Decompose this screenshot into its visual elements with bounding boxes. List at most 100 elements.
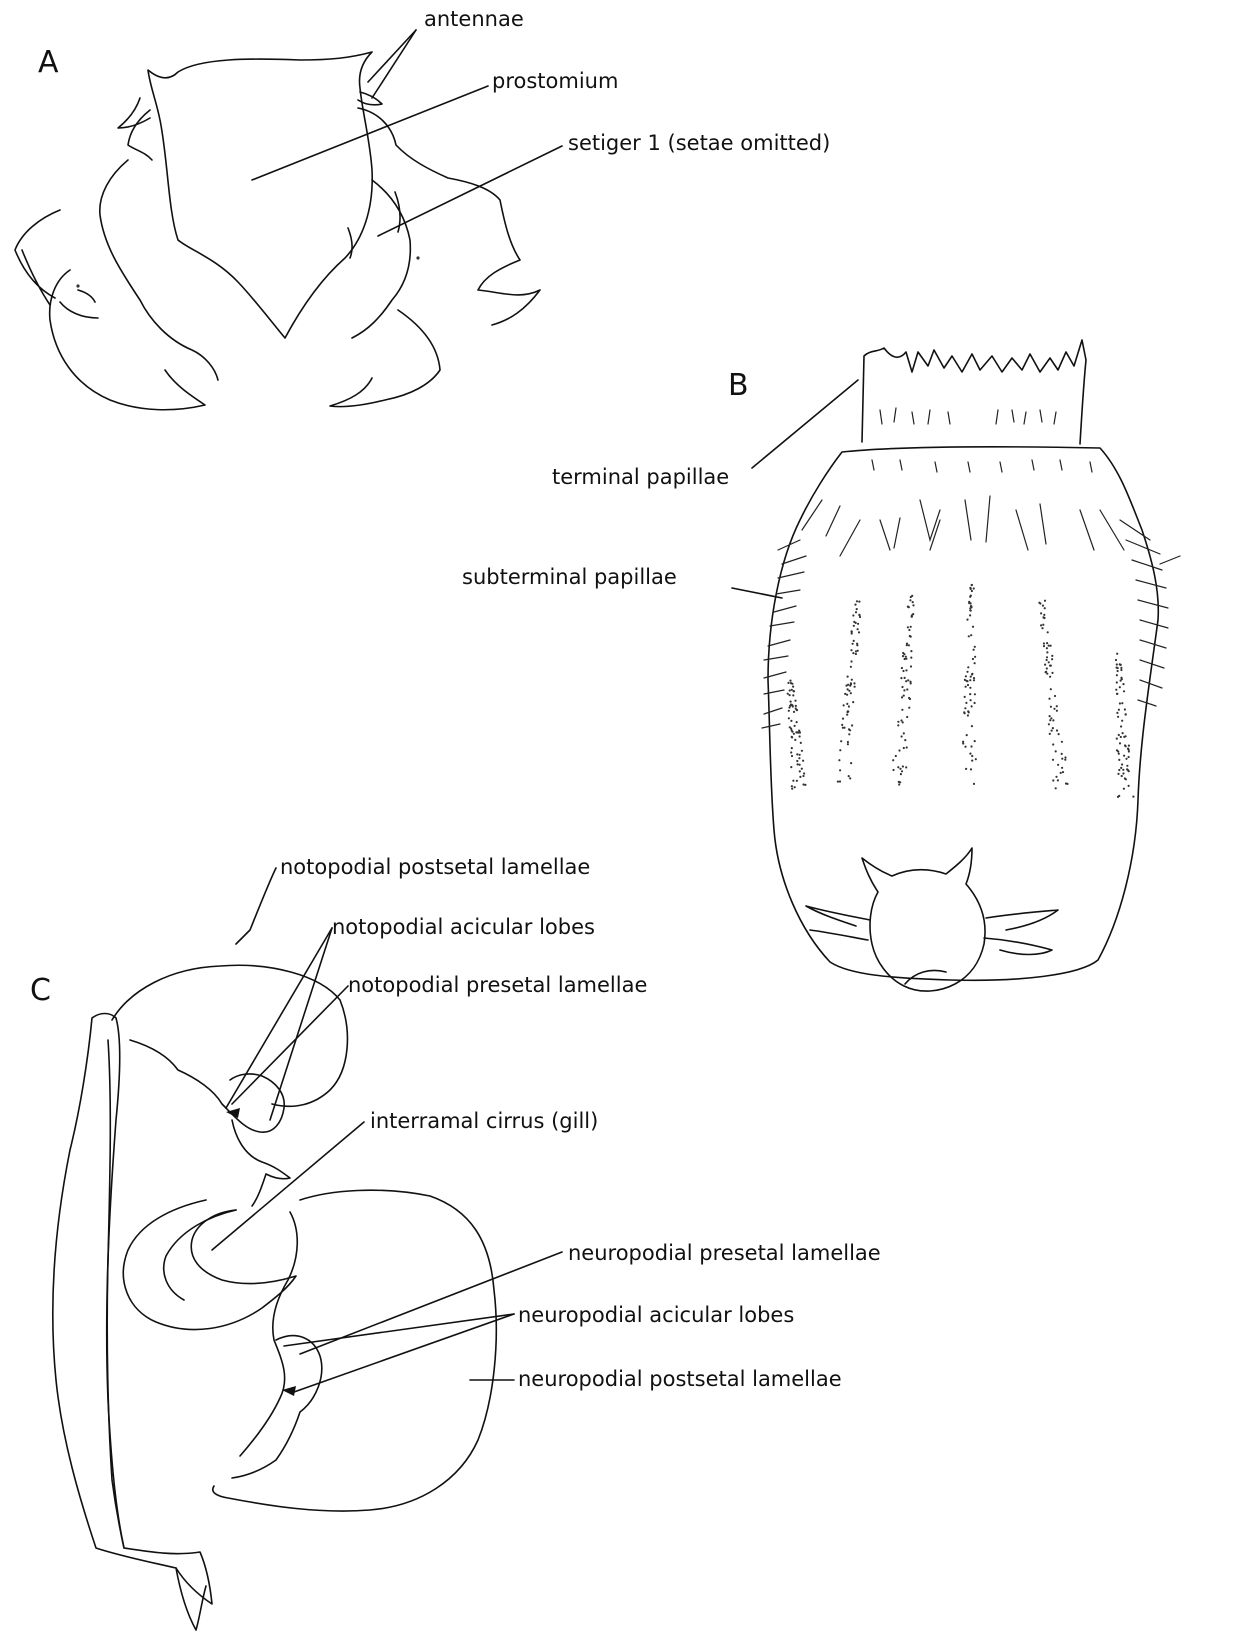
leader-noto-presetal bbox=[232, 986, 348, 1104]
papilla-dot bbox=[1049, 676, 1051, 678]
papilla-dot bbox=[1048, 661, 1050, 663]
papilla-dot bbox=[969, 587, 971, 589]
papilla-dot bbox=[857, 650, 859, 652]
papilla-dot bbox=[903, 732, 905, 734]
papilla-dot bbox=[908, 629, 910, 631]
papilla-dot bbox=[903, 689, 905, 691]
papilla-dot bbox=[1043, 617, 1045, 619]
leader-prostomium bbox=[252, 86, 488, 180]
papilla-dot bbox=[902, 670, 904, 672]
papilla-dot bbox=[1044, 607, 1046, 609]
papilla-dot bbox=[798, 757, 800, 759]
papilla-dot bbox=[911, 615, 913, 617]
papilla-dot bbox=[799, 735, 801, 737]
papilla-dot bbox=[1051, 658, 1053, 660]
papilla-dot bbox=[1128, 750, 1130, 752]
papilla-dot bbox=[904, 658, 906, 660]
papilla-dot bbox=[789, 689, 791, 691]
papilla-dot bbox=[847, 741, 849, 743]
papilla-dot bbox=[965, 675, 967, 677]
papilla-dot bbox=[839, 780, 841, 782]
panel-a-letter: A bbox=[38, 45, 59, 80]
papilla-dot bbox=[790, 682, 792, 684]
leader-interramal bbox=[212, 1122, 364, 1250]
papilla-dot bbox=[799, 764, 801, 766]
papilla-dot bbox=[846, 703, 848, 705]
papilla-dot bbox=[1124, 708, 1126, 710]
papilla-dot bbox=[1050, 717, 1052, 719]
papilla-dot bbox=[793, 711, 795, 713]
papilla-dot bbox=[966, 671, 968, 673]
papilla-dot bbox=[796, 780, 798, 782]
papilla-dot bbox=[1116, 693, 1118, 695]
papilla-dot bbox=[787, 682, 789, 684]
papilla-dot bbox=[964, 679, 966, 681]
papilla-dot bbox=[1061, 767, 1063, 769]
papilla-dot bbox=[900, 677, 902, 679]
leader-subterminal-papillae bbox=[732, 588, 782, 598]
papilla-dot bbox=[907, 679, 909, 681]
leader-noto-acicular-2 bbox=[270, 928, 332, 1120]
ventral-cirrus bbox=[176, 1568, 206, 1630]
papilla-dot bbox=[1116, 681, 1118, 683]
papilla-dot bbox=[1052, 779, 1054, 781]
papilla-dot bbox=[789, 680, 791, 682]
papilla-dot bbox=[962, 742, 964, 744]
papilla-dot bbox=[1046, 656, 1048, 658]
papilla-dot bbox=[910, 596, 912, 598]
papilla-dot bbox=[1122, 772, 1124, 774]
papilla-dot bbox=[970, 676, 972, 678]
papilla-dot bbox=[849, 729, 851, 731]
papilla-dot bbox=[903, 695, 905, 697]
papilla-dot bbox=[904, 677, 906, 679]
papilla-dot bbox=[910, 650, 912, 652]
papilla-dot bbox=[970, 768, 972, 770]
leader-terminal-papillae bbox=[752, 380, 858, 468]
papilla-dot bbox=[801, 768, 803, 770]
papilla-dot bbox=[1116, 667, 1118, 669]
papilla-dot bbox=[1049, 733, 1051, 735]
papilla-dot bbox=[909, 698, 911, 700]
papilla-dot bbox=[841, 724, 843, 726]
panel-c-drawing bbox=[53, 965, 496, 1630]
papilla-dot bbox=[850, 762, 852, 764]
papilla-dot bbox=[1126, 768, 1128, 770]
papilla-dot bbox=[897, 766, 899, 768]
papilla-dot bbox=[970, 745, 972, 747]
papilla-dot bbox=[974, 646, 976, 648]
papilla-dot bbox=[1118, 795, 1120, 797]
papilla-dot bbox=[1061, 753, 1063, 755]
noto-postsetal-lamella bbox=[112, 965, 347, 1106]
papilla-dot bbox=[1117, 773, 1119, 775]
papilla-dot bbox=[974, 702, 976, 704]
papilla-dot bbox=[1120, 667, 1122, 669]
papilla-dot bbox=[790, 766, 792, 768]
neuro-presetal-lamella bbox=[240, 1212, 297, 1456]
interramal-inner bbox=[164, 1210, 236, 1300]
papilla-dot bbox=[908, 644, 910, 646]
papilla-dot bbox=[1120, 725, 1122, 727]
label-neuro-postsetal: neuropodial postsetal lamellae bbox=[518, 1367, 842, 1391]
papilla-dot bbox=[1057, 779, 1059, 781]
papilla-dot bbox=[967, 666, 969, 668]
papilla-dot bbox=[906, 688, 908, 690]
papilla-dot bbox=[791, 704, 793, 706]
label-subterminal-papillae: subterminal papillae bbox=[462, 565, 677, 589]
papillae-inner bbox=[880, 496, 1046, 550]
papilla-dot bbox=[839, 769, 841, 771]
papilla-dot bbox=[1116, 653, 1118, 655]
papilla-dot bbox=[1062, 771, 1064, 773]
crown-ribs bbox=[880, 408, 1056, 424]
papilla-dot bbox=[1125, 713, 1127, 715]
papilla-dot bbox=[800, 742, 802, 744]
prostomium-shape bbox=[148, 52, 372, 338]
papilla-dot bbox=[966, 734, 968, 736]
papilla-dot bbox=[973, 677, 975, 679]
papilla-dot bbox=[1128, 785, 1130, 787]
papilla-dot bbox=[966, 619, 968, 621]
papilla-dot bbox=[910, 657, 912, 659]
papilla-dot bbox=[912, 604, 914, 606]
papilla-dot bbox=[901, 709, 903, 711]
papilla-dot bbox=[1115, 689, 1117, 691]
papilla-dot bbox=[969, 693, 971, 695]
